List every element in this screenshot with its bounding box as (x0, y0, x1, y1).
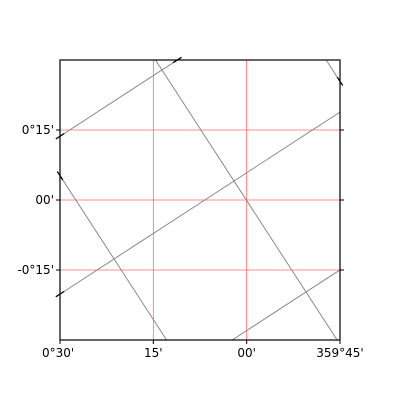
meridian-tick-left-1 (55, 290, 65, 298)
parallel-tick-right-2 (336, 76, 344, 86)
parallel-line-1 (155, 60, 338, 340)
x-tick-label-2: 00' (237, 346, 256, 360)
meridian-line-0 (60, 60, 178, 137)
meridian-tick-0 (172, 56, 182, 64)
meridian-line-1 (60, 111, 340, 295)
tick-marks (55, 56, 344, 344)
primary-grid (60, 60, 340, 340)
x-tick-label-1: 15' (144, 346, 163, 360)
meridian-tick-left-0 (55, 132, 65, 140)
y-tick-label-2: -0°15' (17, 263, 54, 277)
y-tick-label-0: 0°15' (22, 123, 54, 137)
x-tick-label-0: 0°30' (42, 346, 74, 360)
y-tick-label-1: 00' (35, 193, 54, 207)
meridian-line-2 (231, 269, 340, 340)
x-tick-label-3: 359°45' (316, 346, 363, 360)
parallel-tick-left-0 (56, 171, 64, 181)
tick-labels: 0°30' 15' 00' 359°45' 0°15' 00' -0°15' (17, 123, 363, 360)
parallel-line-0 (60, 175, 167, 340)
